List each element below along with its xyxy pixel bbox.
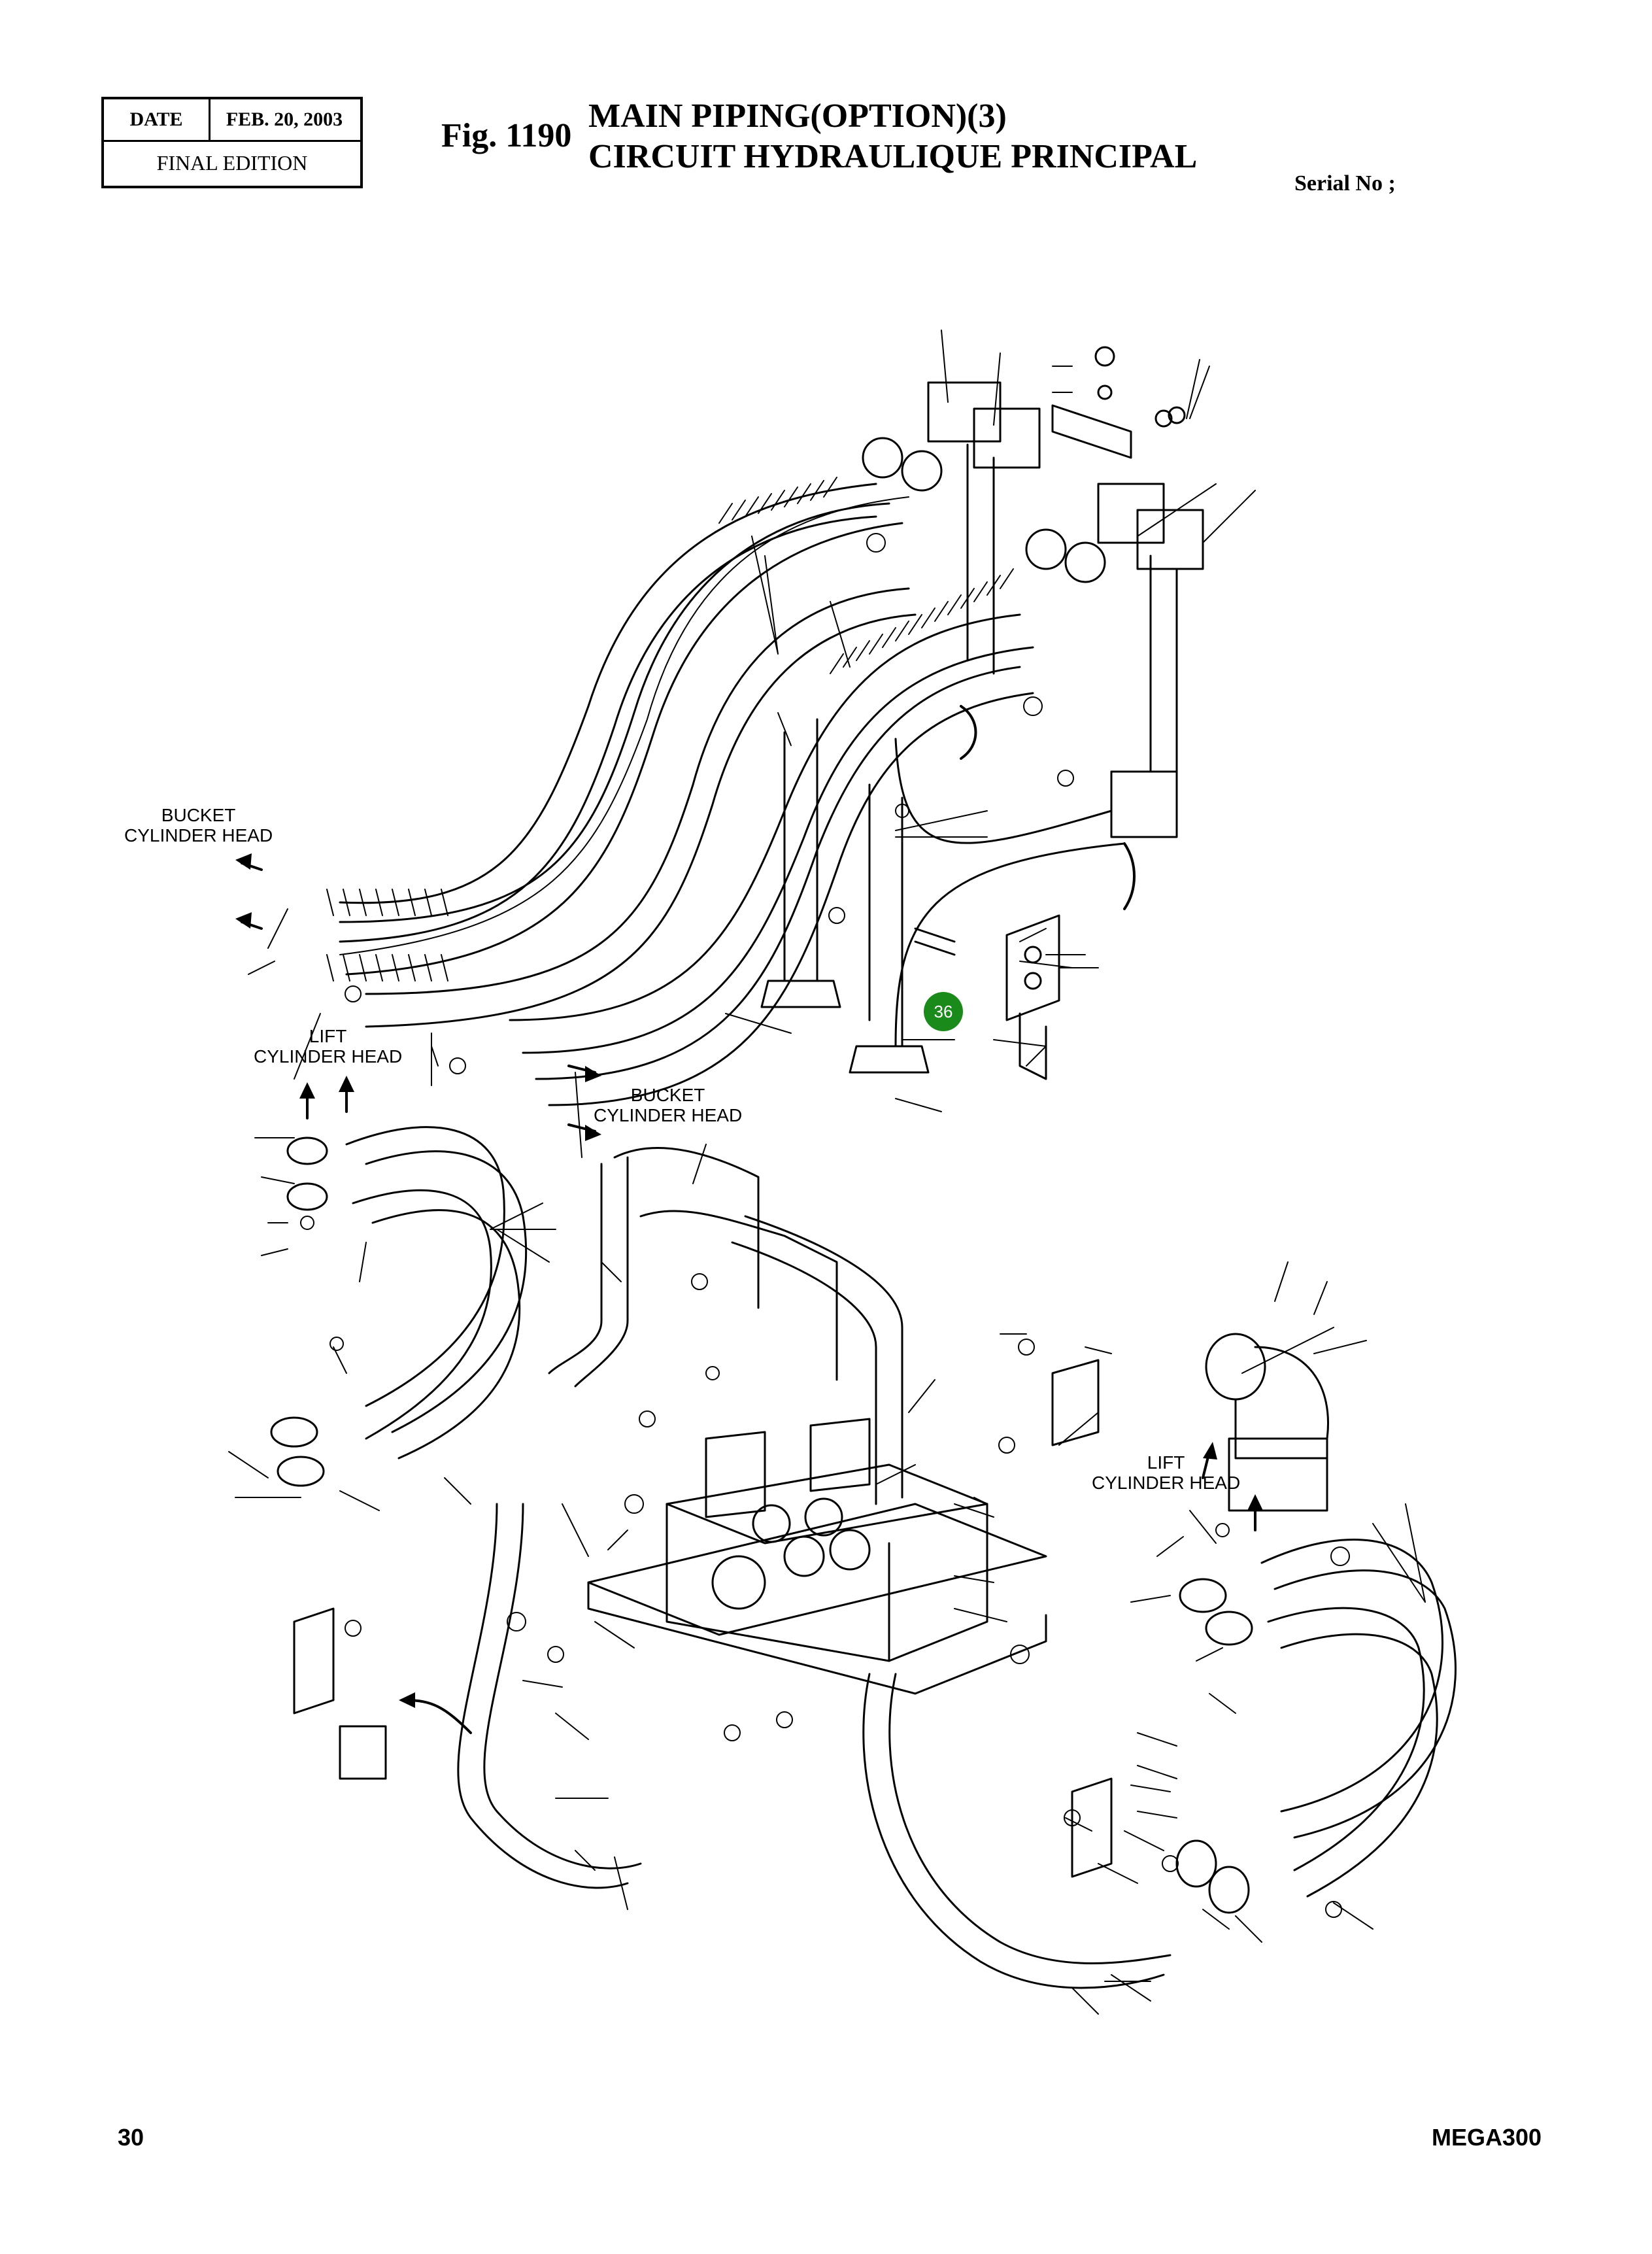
label-line-1: LIFT — [1147, 1452, 1185, 1473]
figure-number: Fig. 1190 — [441, 117, 572, 154]
date-label: DATE — [104, 99, 211, 140]
label-bucket-cylinder-head-left: BUCKET CYLINDER HEAD — [124, 805, 273, 846]
label-lift-cylinder-head-left: LIFT CYLINDER HEAD — [254, 1026, 403, 1067]
figure-title-en: MAIN PIPING(OPTION)(3) — [588, 97, 1007, 135]
label-line-1: LIFT — [309, 1026, 347, 1046]
right-bracket — [914, 914, 1060, 1080]
center-vertical-tubes — [760, 718, 1126, 1074]
date-value: FEB. 20, 2003 — [226, 109, 343, 130]
arrowheads — [235, 853, 1263, 1708]
center-hoses — [509, 613, 1034, 1106]
label-bucket-cylinder-head-center: BUCKET CYLINDER HEAD — [594, 1085, 742, 1126]
small-fasteners — [300, 533, 1350, 1918]
model-name: MEGA300 — [1432, 2124, 1542, 2151]
figure-title-fr: CIRCUIT HYDRAULIQUE PRINCIPAL — [588, 138, 1198, 175]
upper-hose-corrugations — [326, 477, 1014, 982]
label-line-2: CYLINDER HEAD — [124, 825, 273, 845]
valve-steel-tubes — [457, 1147, 1172, 1989]
header-row-date: DATE FEB. 20, 2003 — [104, 99, 360, 142]
label-line-2: CYLINDER HEAD — [1092, 1472, 1241, 1493]
part-callout-36[interactable]: 36 — [924, 992, 963, 1031]
label-line-2: CYLINDER HEAD — [594, 1104, 743, 1125]
upper-right-blocks — [862, 346, 1204, 838]
page-number: 30 — [118, 2124, 144, 2151]
left-lift-hoses — [270, 1126, 528, 1487]
serial-number-label: Serial No ; — [1294, 171, 1396, 196]
edition-label: FINAL EDITION — [156, 150, 308, 175]
upper-left-hoses — [339, 483, 917, 1028]
label-line-1: BUCKET — [161, 805, 236, 825]
label-line-2: CYLINDER HEAD — [254, 1046, 403, 1067]
header-box: DATE FEB. 20, 2003 FINAL EDITION — [101, 97, 363, 188]
label-line-1: BUCKET — [630, 1085, 705, 1105]
leader-lines — [228, 330, 1426, 2015]
direction-arrows — [241, 705, 1256, 1734]
label-lift-cylinder-head-right: LIFT CYLINDER HEAD — [1092, 1452, 1241, 1494]
right-elbow-fitting — [1205, 1333, 1329, 1512]
right-lift-hoses — [1175, 1539, 1457, 1914]
lower-brackets — [293, 1359, 1113, 1878]
